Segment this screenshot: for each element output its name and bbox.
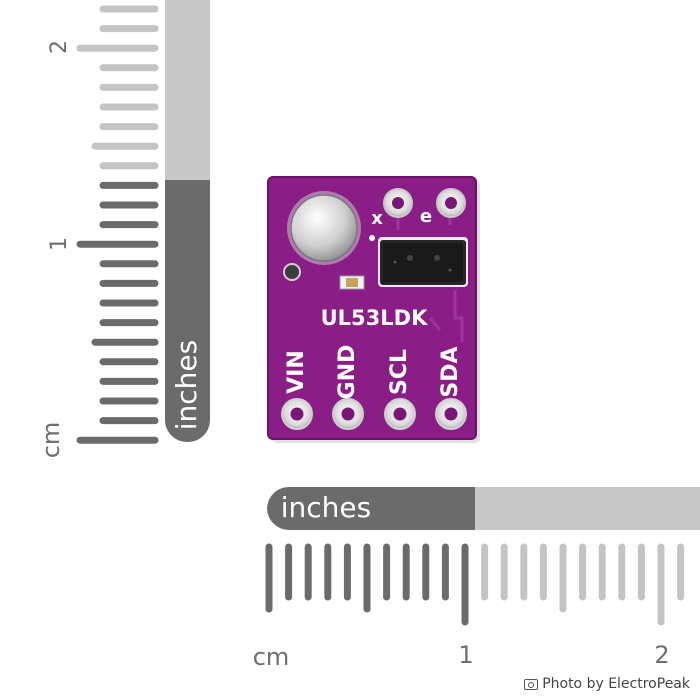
sensor-chip [378,237,468,287]
pin-label-gnd: GND [335,345,360,400]
vertical-tick-label-1: 1 [47,237,72,251]
pin1-dot [369,235,375,241]
vertical-ruler-dark-band [164,180,210,443]
vertical-inches-label: inches [170,340,203,430]
horizontal-tick-label-1: 1 [458,641,473,669]
pin-label-vin: VIN [284,350,309,394]
vertical-unit-label-cm: cm [37,422,65,459]
pin-label-scl: SCL [387,349,412,395]
horizontal-inches-label: inches [281,491,371,524]
horizontal-ruler-ticks [265,543,685,626]
photo-credit: Photo by ElectroPeak [524,676,690,692]
horizontal-tick-label-2: 2 [654,641,669,669]
horizontal-ruler-dark-band [267,487,475,530]
chip-label: UL53LDK [321,306,428,330]
smd-component [339,275,365,290]
pcb-edge [267,176,477,440]
photo-credit-text: Photo by ElectroPeak [542,676,690,692]
sensor-board: x e UL53LDK VIN GND SCL SDA [267,176,480,443]
bottom-pads [281,398,467,430]
top-pads [383,188,466,218]
vertical-ruler: 2 1 cm inches [37,0,210,458]
vertical-ruler-ticks [76,5,159,444]
vertical-tick-label-2: 2 [47,40,72,54]
horizontal-ruler-light-band [475,487,700,530]
pin-label-sda: SDA [438,346,463,397]
mounting-hole-metal [290,194,358,262]
via [283,263,301,281]
vertical-ruler-light-band [165,0,210,180]
horizontal-unit-label-cm: cm [253,643,290,671]
camera-icon [524,678,539,690]
label-x: x [371,208,383,229]
label-e: e [420,206,432,227]
horizontal-ruler: inches cm 1 2 [253,487,700,671]
